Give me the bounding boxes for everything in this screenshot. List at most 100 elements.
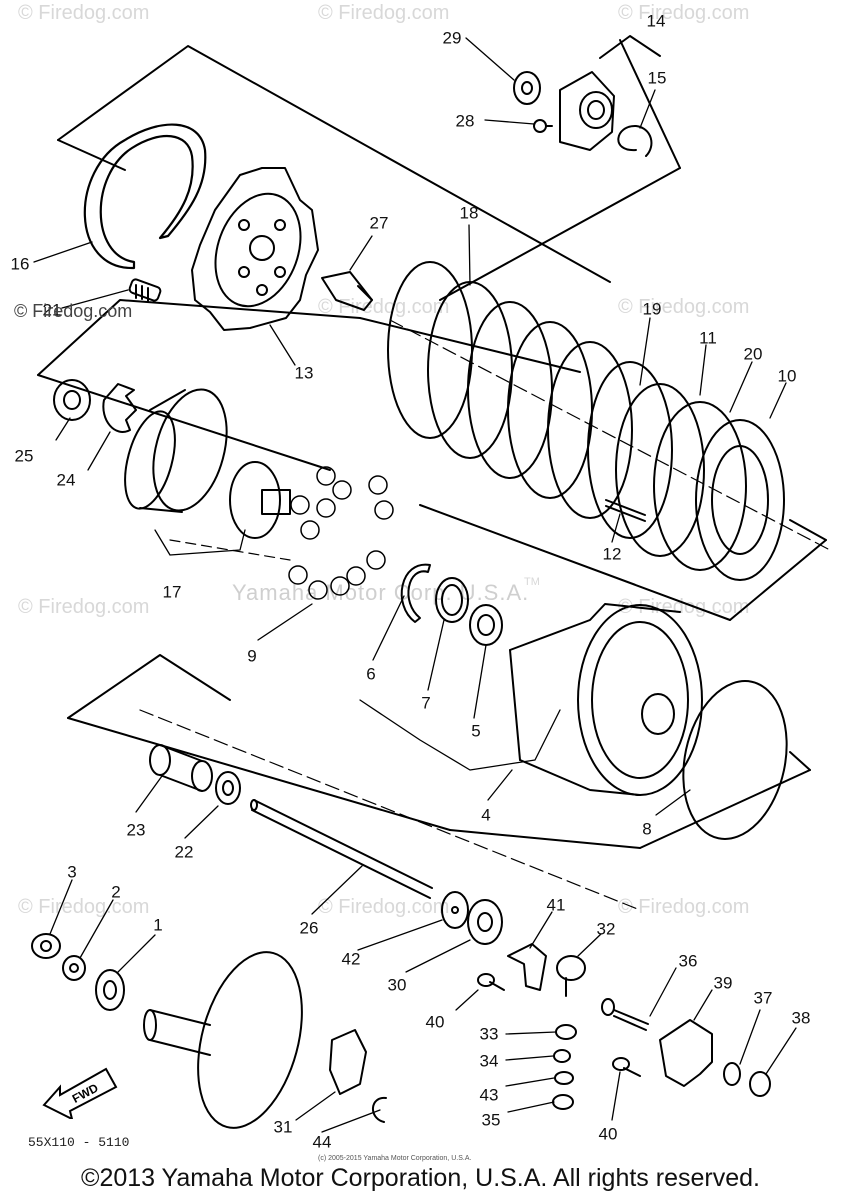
lever-31	[329, 1029, 367, 1095]
o-ring-8	[682, 680, 788, 840]
circlip-6	[400, 563, 431, 623]
adjuster-32	[556, 955, 586, 997]
callout-43: 43	[479, 1085, 499, 1105]
group-outline-middle	[37, 374, 331, 471]
clutch-basket-4	[509, 603, 703, 796]
callout-9: 9	[247, 646, 257, 666]
pressure-plate-13	[191, 167, 319, 331]
forward-arrow-icon: FWD	[42, 1067, 118, 1119]
callout-28: 28	[455, 111, 475, 131]
nut-34	[553, 1049, 571, 1063]
callout-6: 6	[366, 664, 376, 684]
bolt-40b	[612, 1057, 641, 1077]
watermark: © Firedog.com	[618, 2, 750, 24]
callout-38: 38	[791, 1008, 811, 1028]
callout-5: 5	[471, 721, 481, 741]
part-code: 55X110 - 5110	[28, 1135, 130, 1150]
watermark: © Firedog.com	[318, 2, 450, 24]
clip-15	[617, 124, 653, 157]
holder-39	[659, 1019, 713, 1087]
bearing-30	[467, 899, 503, 945]
watermark: © Firedog.com	[18, 2, 150, 24]
footer-copyright: ©2013 Yamaha Motor Corporation, U.S.A. A…	[81, 1164, 760, 1192]
group-outline-middle	[37, 299, 361, 376]
washer-37	[723, 1062, 741, 1086]
callout-11: 11	[699, 328, 717, 348]
group-outline-middle	[419, 504, 731, 621]
watermark: © Firedog.com	[618, 896, 750, 918]
bolt-12	[605, 499, 646, 522]
shaft-assembly	[143, 951, 303, 1129]
washer-22	[215, 771, 241, 805]
callout-36: 36	[678, 951, 698, 971]
push-rod-27	[321, 271, 373, 311]
lock-washer-24	[102, 383, 137, 433]
group-outline-top	[439, 167, 681, 301]
nut-38	[749, 1071, 771, 1097]
washer-42	[441, 891, 469, 929]
callout-19: 19	[642, 299, 662, 319]
callout-40: 40	[598, 1124, 618, 1144]
callout-29: 29	[442, 28, 462, 48]
watermark: © Firedog.com	[618, 596, 750, 618]
bearing-25	[53, 379, 91, 421]
ring-5	[469, 604, 503, 646]
bearing-29	[513, 71, 541, 105]
group-outline-top	[57, 45, 611, 283]
group-outline-middle	[729, 539, 827, 621]
nut-33	[555, 1024, 577, 1040]
watermark: © Firedog.com	[318, 896, 450, 918]
callout-8: 8	[642, 819, 652, 839]
callout-7: 7	[421, 693, 431, 713]
callout-31: 31	[273, 1117, 293, 1137]
small-copyright: (c) 2005-2015 Yamaha Motor Corporation, …	[318, 1155, 472, 1162]
callout-17: 17	[162, 582, 182, 602]
callout-42: 42	[341, 949, 361, 969]
callout-39: 39	[713, 973, 733, 993]
bracket-41	[507, 943, 547, 991]
callout-2: 2	[111, 882, 121, 902]
gear-1	[95, 969, 125, 1011]
watermark-dark: © Firedog.com	[14, 301, 133, 321]
callout-18: 18	[459, 203, 479, 223]
callout-26: 26	[299, 918, 319, 938]
callout-37: 37	[753, 988, 773, 1008]
callout-13: 13	[294, 363, 314, 383]
leader-lines	[33, 37, 797, 1133]
callout-35: 35	[481, 1110, 501, 1130]
callout-30: 30	[387, 975, 407, 995]
push-rod-26	[250, 799, 433, 899]
callout-4: 4	[481, 805, 491, 825]
callout-22: 22	[174, 842, 194, 862]
callout-10: 10	[777, 366, 797, 386]
screw-36	[601, 998, 649, 1031]
callout-15: 15	[647, 68, 667, 88]
callout-25: 25	[14, 446, 34, 466]
callout-21: 21	[42, 300, 62, 320]
housing-14	[559, 71, 615, 151]
callout-20: 20	[743, 344, 763, 364]
callout-34: 34	[479, 1051, 499, 1071]
watermark: © Firedog.com	[18, 596, 150, 618]
washer-7	[435, 577, 469, 623]
callout-1: 1	[153, 915, 163, 935]
callout-27: 27	[369, 213, 389, 233]
clutch-plates-18	[387, 261, 673, 539]
bushing-23	[149, 744, 213, 792]
screw-28	[533, 119, 553, 133]
watermark-center: Yamaha Motor Corp. U.S.A.	[232, 580, 530, 605]
callout-3: 3	[67, 862, 77, 882]
clutch-housing-gear-17	[124, 388, 291, 539]
watermark: © Firedog.com	[318, 296, 450, 318]
balls-9	[288, 466, 394, 600]
callout-14: 14	[646, 11, 666, 31]
watermark-tm: TM	[524, 576, 540, 588]
circlip-16	[83, 123, 207, 270]
nut-35	[552, 1094, 574, 1110]
callout-24: 24	[56, 470, 76, 490]
callout-32: 32	[596, 919, 616, 939]
callout-16: 16	[10, 254, 30, 274]
callout-23: 23	[126, 820, 146, 840]
callout-40: 40	[425, 1012, 445, 1032]
